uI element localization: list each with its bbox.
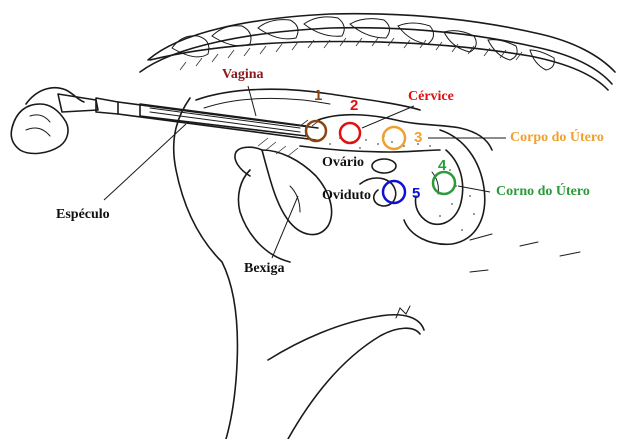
marker-circle-4: [433, 172, 455, 194]
label-vagina: Vagina: [222, 67, 264, 82]
leader-cervix: [362, 106, 414, 128]
spine-drawing: [140, 14, 615, 90]
body-outline: [174, 98, 580, 439]
leader-speculum: [104, 124, 186, 200]
marker-circle-3: [383, 127, 405, 149]
label-speculum: Espéculo: [56, 207, 110, 222]
hand-drawing: [11, 88, 118, 154]
label-bladder: Bexiga: [244, 261, 284, 276]
marker-number-3: 3: [414, 129, 422, 146]
label-cervix: Cérvice: [408, 89, 454, 104]
label-uterine-body: Corpo do Útero: [510, 128, 604, 145]
speculum-drawing: [118, 102, 318, 140]
marker-circle-1: [306, 121, 326, 141]
marker-circle-2: [340, 123, 360, 143]
marker-number-5: 5: [412, 185, 420, 202]
marker-number-1: 1: [314, 87, 322, 104]
marker-number-4: 4: [438, 157, 447, 174]
marker-number-2: 2: [350, 97, 358, 114]
label-ovary: Ovário: [322, 155, 364, 170]
label-uterine-horn: Corno do Útero: [496, 182, 590, 199]
label-oviduct: Oviduto: [322, 188, 371, 203]
